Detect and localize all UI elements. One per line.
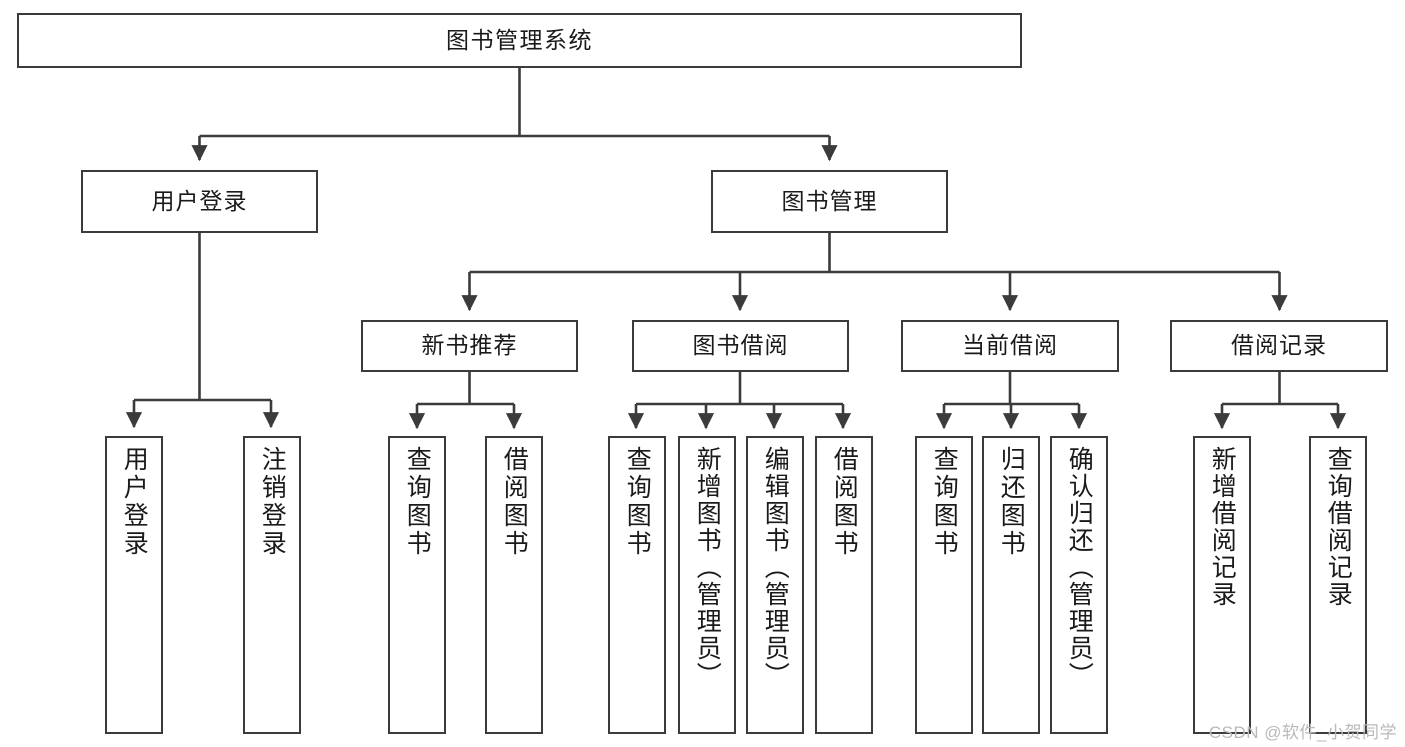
node-root[interactable]: 图书管理系统 [17, 13, 1022, 68]
node-leaf-query-book-1[interactable]: 查询图书 [388, 436, 446, 734]
node-new-book-recommend[interactable]: 新书推荐 [361, 320, 578, 372]
node-current-borrow[interactable]: 当前借阅 [901, 320, 1119, 372]
node-leaf-query-book-1-label: 查询图书 [403, 446, 432, 558]
node-leaf-borrow-book-1-label: 借阅图书 [500, 446, 529, 558]
node-leaf-user-login-label: 用户登录 [120, 446, 149, 558]
node-leaf-add-book-label: 新增图书（管理员） [693, 446, 722, 689]
node-borrow-record-label: 借阅记录 [1231, 332, 1327, 359]
node-leaf-user-login[interactable]: 用户登录 [105, 436, 163, 734]
node-leaf-borrow-book-2[interactable]: 借阅图书 [815, 436, 873, 734]
csdn-watermark: CSDN @软件_小贺同学 [1208, 723, 1397, 742]
node-leaf-query-record-label: 查询借阅记录 [1324, 446, 1353, 608]
node-leaf-edit-book[interactable]: 编辑图书（管理员） [746, 436, 804, 734]
node-leaf-add-record[interactable]: 新增借阅记录 [1193, 436, 1251, 734]
node-leaf-user-logout-label: 注销登录 [258, 446, 287, 558]
node-user-login[interactable]: 用户登录 [81, 170, 318, 233]
node-leaf-user-logout[interactable]: 注销登录 [243, 436, 301, 734]
node-new-book-recommend-label: 新书推荐 [421, 332, 518, 359]
node-book-management[interactable]: 图书管理 [711, 170, 948, 233]
node-leaf-add-book[interactable]: 新增图书（管理员） [678, 436, 736, 734]
node-user-login-label: 用户登录 [151, 187, 248, 214]
node-leaf-borrow-book-2-label: 借阅图书 [830, 446, 859, 558]
node-leaf-return-book-label: 归还图书 [997, 446, 1026, 558]
node-leaf-query-book-2-label: 查询图书 [623, 446, 652, 558]
node-book-management-label: 图书管理 [781, 187, 878, 214]
node-leaf-query-book-3[interactable]: 查询图书 [915, 436, 973, 734]
node-book-borrow-label: 图书借阅 [692, 332, 789, 359]
node-leaf-query-record[interactable]: 查询借阅记录 [1309, 436, 1367, 734]
node-borrow-record[interactable]: 借阅记录 [1170, 320, 1388, 372]
node-leaf-return-book[interactable]: 归还图书 [982, 436, 1040, 734]
node-book-borrow[interactable]: 图书借阅 [632, 320, 849, 372]
node-leaf-confirm-return-label: 确认归还（管理员） [1065, 446, 1094, 689]
node-leaf-query-book-3-label: 查询图书 [930, 446, 959, 558]
node-leaf-query-book-2[interactable]: 查询图书 [608, 436, 666, 734]
node-current-borrow-label: 当前借阅 [962, 332, 1058, 359]
node-leaf-edit-book-label: 编辑图书（管理员） [761, 446, 790, 689]
node-leaf-borrow-book-1[interactable]: 借阅图书 [485, 436, 543, 734]
node-root-label: 图书管理系统 [446, 26, 593, 53]
node-leaf-add-record-label: 新增借阅记录 [1208, 446, 1237, 608]
node-leaf-confirm-return[interactable]: 确认归还（管理员） [1050, 436, 1108, 734]
